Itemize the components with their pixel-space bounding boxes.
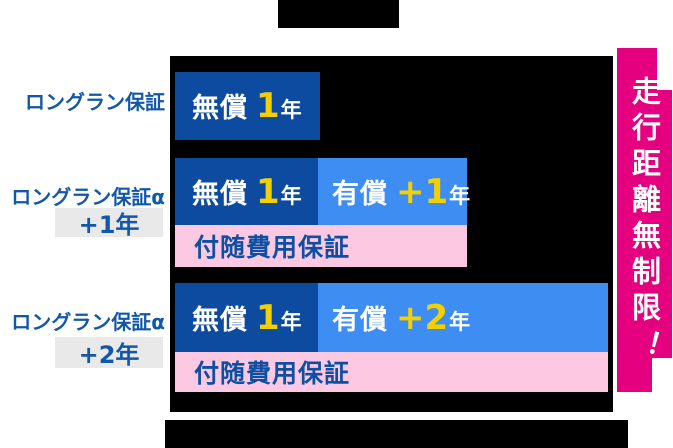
paid-warranty-bar-row3: 有償+2年 bbox=[318, 283, 608, 352]
free-years-unit: 年 bbox=[280, 183, 303, 208]
plan-extra-years-chip-2: +2年 bbox=[55, 337, 163, 369]
free-years-unit: 年 bbox=[280, 98, 303, 122]
chip-label: +2年 bbox=[78, 341, 140, 369]
free-label: 無償 bbox=[192, 304, 248, 336]
ribbon-notch-bottom bbox=[652, 358, 673, 392]
paid-label: 有償 bbox=[332, 304, 388, 336]
paid-warranty-text: 有償+1年 bbox=[318, 172, 471, 212]
free-warranty-bar-row1: 無償 1年 bbox=[175, 72, 320, 140]
free-years-number: 1 bbox=[256, 86, 280, 126]
top-title-box bbox=[278, 0, 399, 28]
free-years-number: 1 bbox=[256, 171, 280, 212]
free-years-number: 1 bbox=[256, 297, 280, 338]
paid-years-unit: 年 bbox=[449, 309, 472, 334]
incidental-cost-bar-row2: 付随費用保証 bbox=[175, 225, 467, 267]
paid-warranty-text: 有償+2年 bbox=[318, 298, 471, 338]
incidental-cost-text: 付随費用保証 bbox=[194, 359, 351, 388]
paid-label: 有償 bbox=[332, 178, 388, 210]
unlimited-mileage-text: 走行距離無制限！ bbox=[617, 48, 672, 392]
plan-label-longrun: ロングラン保証 bbox=[25, 90, 165, 114]
incidental-cost-text: 付随費用保証 bbox=[194, 233, 351, 262]
free-label: 無償 bbox=[192, 178, 248, 210]
paid-years-number: +1 bbox=[396, 171, 449, 212]
free-label: 無償 bbox=[192, 93, 248, 124]
free-years-unit: 年 bbox=[280, 309, 303, 334]
paid-warranty-bar-row2: 有償+1年 bbox=[318, 158, 470, 225]
unlimited-mileage-ribbon: 走行距離無制限！ bbox=[617, 48, 672, 392]
plan-extra-years-chip-1: +1年 bbox=[55, 208, 163, 239]
plan-label-longrun-alpha-2: ロングラン保証α bbox=[11, 310, 165, 334]
ribbon-notch-top bbox=[657, 48, 673, 90]
bottom-caption-bar bbox=[165, 420, 628, 448]
chip-label: +1年 bbox=[78, 211, 140, 239]
free-warranty-text: 無償 1年 bbox=[175, 86, 303, 126]
paid-years-number: +2 bbox=[396, 297, 449, 338]
paid-years-unit: 年 bbox=[449, 183, 472, 208]
ribbon-label: 走行距離無制限 bbox=[627, 76, 662, 328]
incidental-cost-bar-row3: 付随費用保証 bbox=[175, 352, 608, 392]
plan-label-longrun-alpha-1: ロングラン保証α bbox=[11, 185, 165, 209]
